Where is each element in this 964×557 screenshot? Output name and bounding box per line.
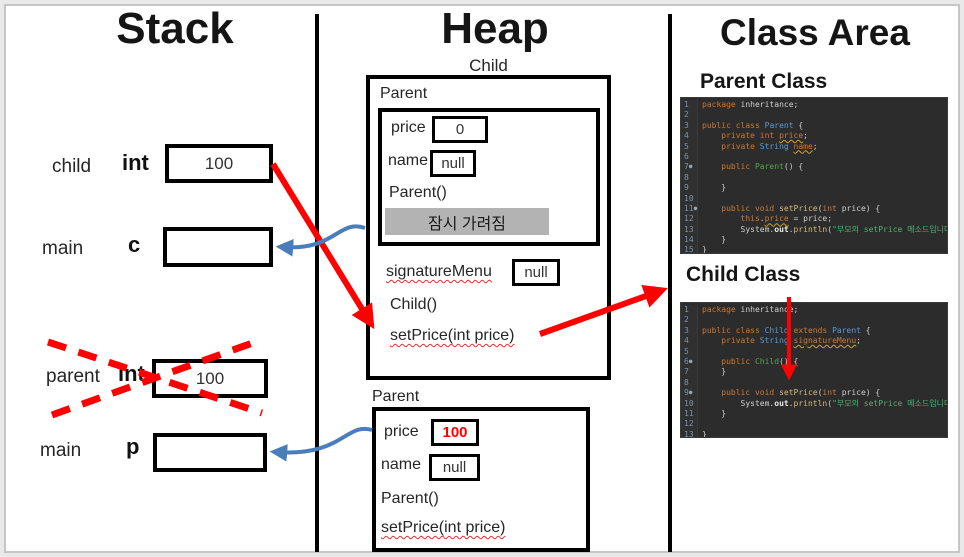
class-area-title: Class Area [720, 12, 910, 53]
hidden-note-box: 잠시 가려짐 [385, 208, 549, 235]
code-line: 11● public void setPrice(int price) { [681, 203, 947, 215]
field-value-price2: 100 [442, 424, 468, 441]
field-value-box-signature-menu: null [512, 259, 560, 286]
code-line: 9 } [681, 183, 947, 194]
code-line: 10 [681, 193, 947, 204]
code-line: 2 [681, 315, 947, 326]
heap-parent-object-label: Parent [372, 388, 420, 405]
code-line: 13 System.out.println("부모의 setPrice 메소드입… [681, 224, 947, 236]
child-class-heading: Child Class [686, 263, 801, 286]
stack-frame-var-int: int [122, 150, 149, 175]
stack-frame-scope-main-c: main [42, 238, 84, 259]
code-line: 7 } [681, 367, 947, 378]
field-value-signature-menu: null [524, 264, 548, 281]
stack-frame-scope-child: child [52, 156, 92, 177]
code-line: 4 private int price; [681, 131, 947, 142]
code-line: 12 [681, 419, 947, 430]
stack-value-box-parent-int: 100 [152, 359, 268, 398]
parent-setprice-method-label: setPrice(int price) [381, 519, 506, 536]
heap-child-parent-section-box: price 0 name null Parent() 잠시 가려짐 [378, 108, 600, 246]
stack-value-box-child-int: 100 [165, 144, 273, 183]
hidden-note-text: 잠시 가려짐 [427, 215, 507, 233]
heap-child-object-label: Child [469, 56, 508, 75]
heap-child-parent-section-label: Parent [380, 85, 428, 102]
field-value-name2: null [442, 459, 467, 476]
parent-constructor-label2: Parent() [381, 490, 439, 507]
field-label-name: name [388, 152, 429, 169]
field-value-box-price2: 100 [431, 419, 479, 446]
parent-class-heading: Parent Class [700, 70, 828, 93]
code-line: 4 private String signatureMenu; [681, 336, 947, 347]
code-line: 5 [681, 346, 947, 357]
code-line: 12 this.price = price; [681, 214, 947, 225]
field-label-signature-menu: signatureMenu [386, 263, 492, 280]
code-line: 15} [681, 245, 947, 253]
stack-value-child-int: 100 [204, 153, 234, 173]
heap-parent-object-box: price 100 name null Parent() setPrice(in… [372, 407, 590, 552]
field-value-box-price: 0 [432, 116, 488, 143]
code-line: 9● public void setPrice(int price) { [681, 388, 947, 399]
code-line: 5 private String name; [681, 141, 947, 152]
code-line: 6 [681, 151, 947, 163]
field-label-price: price [391, 119, 426, 136]
field-value-box-name: null [430, 150, 476, 177]
field-value-box-name2: null [429, 454, 480, 481]
code-line: 6● public Child() { [681, 356, 947, 368]
code-line: 10 System.out.println("부모의 setPrice 메소드입… [681, 398, 947, 409]
code-line: 14 } [681, 235, 947, 246]
stack-frame-var-p: p [126, 434, 140, 459]
stack-value-parent-int: 100 [195, 368, 225, 388]
heap-child-object-box: Parent price 0 name null Parent() 잠시 가려짐… [366, 75, 611, 380]
stack-value-box-c [163, 227, 273, 267]
code-line: 13} [681, 429, 947, 437]
divider-stack-heap [315, 14, 319, 552]
stack-frame-var-c: c [128, 232, 141, 257]
child-setprice-method-label: setPrice(int price) [390, 327, 515, 344]
heap-title: Heap [441, 4, 549, 53]
code-line: 7● public Parent() { [681, 162, 947, 173]
stack-frame-var-int-parent: int [118, 361, 145, 386]
code-line: 8 [681, 172, 947, 184]
stack-value-box-p [153, 433, 267, 472]
child-constructor-label: Child() [390, 296, 438, 313]
stack-frame-scope-parent: parent [46, 366, 100, 387]
field-label-price2: price [384, 423, 419, 440]
parent-constructor-label: Parent() [389, 184, 447, 201]
code-line: 11 } [681, 408, 947, 420]
stack-title: Stack [116, 4, 234, 53]
code-line: 8 [681, 377, 947, 389]
field-value-price: 0 [455, 121, 465, 138]
field-label-name2: name [381, 456, 422, 473]
field-value-name: null [441, 155, 465, 172]
stack-frame-scope-main-p: main [40, 440, 82, 461]
code-line: 2 [681, 110, 947, 121]
divider-heap-class [668, 14, 672, 552]
